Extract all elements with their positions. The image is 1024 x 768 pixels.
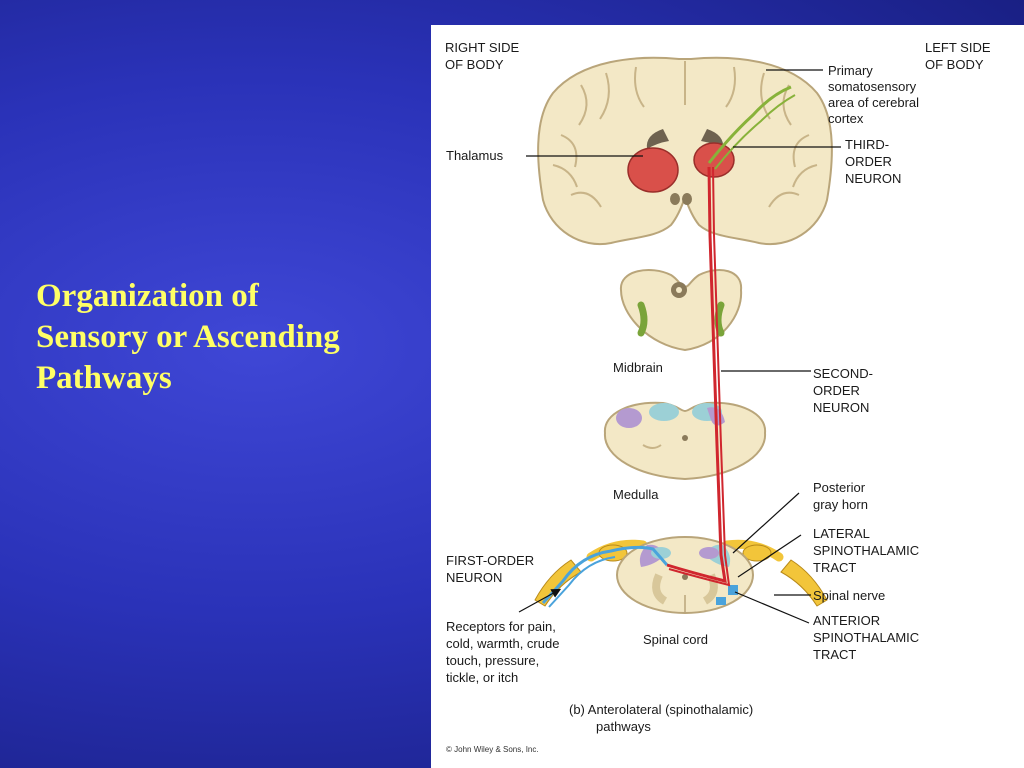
spinal-cord-label: Spinal cord [643, 632, 708, 647]
pathway-figure: RIGHT SIDE OF BODY LEFT SIDE OF BODY Pri… [431, 25, 1024, 768]
copyright-notice: © John Wiley & Sons, Inc. [446, 745, 539, 754]
medulla-section [603, 401, 767, 481]
title-line-3: Pathways [36, 360, 172, 396]
first-order-neuron-path [541, 545, 669, 605]
thalamus-right [627, 147, 679, 193]
third-order-neuron-path [707, 85, 792, 164]
medulla-label: Medulla [613, 487, 659, 502]
third-order-neuron-label: THIRD- ORDER NEURON [845, 137, 901, 186]
second-order-neuron-path [666, 166, 727, 584]
midbrain-label: Midbrain [613, 360, 663, 375]
title-line-2: Sensory or Ascending [36, 319, 340, 355]
spinal-cord-section [534, 536, 828, 614]
midbrain-section [619, 269, 743, 352]
brain-section [537, 56, 833, 246]
spinal-nerve-label: Spinal nerve [813, 588, 885, 603]
first-order-neuron-label: FIRST-ORDER NEURON [446, 553, 538, 585]
title-line-1: Organization of [36, 278, 259, 314]
figure-caption: (b) Anterolateral (spinothalamic) pathwa… [569, 702, 757, 734]
slide-title: Organization of Sensory or Ascending Pat… [36, 276, 426, 399]
lateral-spinothalamic-label: LATERAL SPINOTHALAMIC TRACT [813, 526, 923, 575]
right-side-label: RIGHT SIDE OF BODY [445, 40, 523, 72]
second-order-neuron-label: SECOND- ORDER NEURON [813, 366, 877, 415]
thalamus-label: Thalamus [446, 148, 504, 163]
posterior-gray-horn-label: Posterior gray horn [813, 480, 869, 512]
leader-lines [518, 69, 841, 624]
anterior-spinothalamic-label: ANTERIOR SPINOTHALAMIC TRACT [813, 613, 923, 662]
primary-somatosensory-label: Primary somatosensory area of cerebral c… [828, 63, 923, 126]
sensory-pathway [541, 85, 796, 608]
left-side-label: LEFT SIDE OF BODY [925, 40, 994, 72]
receptors-label: Receptors for pain, cold, warmth, crude … [446, 619, 563, 685]
pathway-diagram: RIGHT SIDE OF BODY LEFT SIDE OF BODY Pri… [445, 40, 994, 754]
